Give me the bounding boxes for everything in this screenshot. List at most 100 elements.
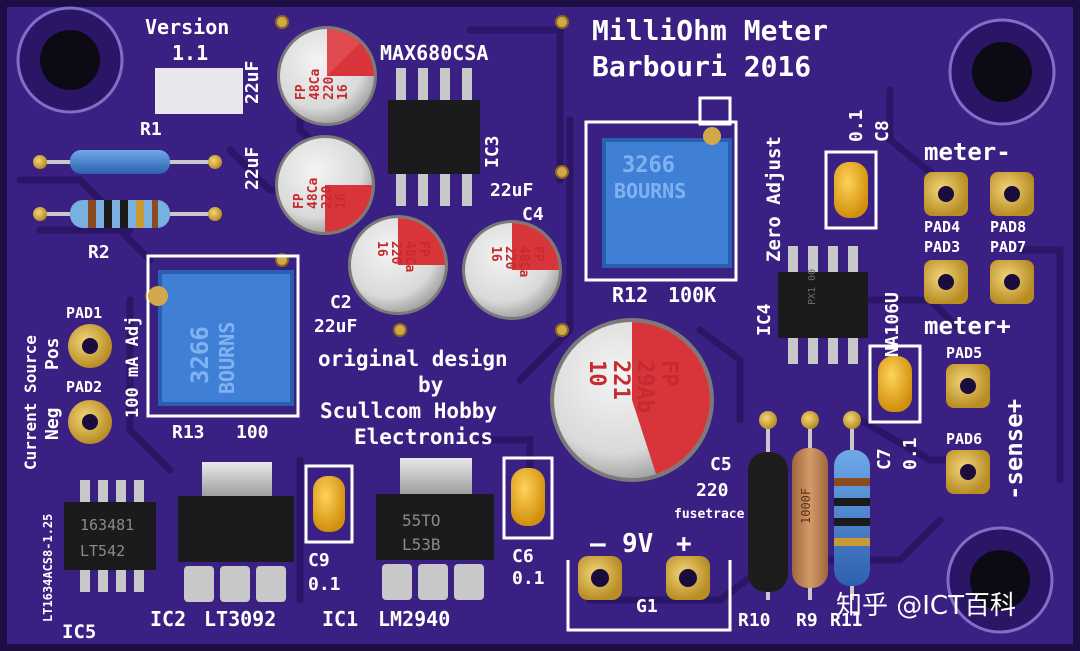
capacitor-c8 <box>824 150 878 230</box>
ic1-refdes: IC1 <box>322 607 358 631</box>
pad2-label: PAD2 <box>66 378 102 396</box>
pad5-label: PAD5 <box>946 344 982 362</box>
pad6-label: PAD6 <box>946 430 982 448</box>
r13-refdes: R13 <box>172 422 205 443</box>
r13-value: 100 <box>236 422 269 443</box>
svg-text:FP: FP <box>292 193 307 209</box>
r11-refdes: R11 <box>830 610 863 631</box>
pos-label: Pos <box>42 337 63 370</box>
c2-refdes: C2 <box>330 292 352 313</box>
ic3-refdes: IC3 <box>482 135 503 168</box>
ic4-chip: PX1 00 <box>778 246 868 364</box>
c9-value: 0.1 <box>308 574 341 595</box>
svg-text:3266: 3266 <box>622 153 675 178</box>
r9-refdes: R9 <box>796 610 818 631</box>
board-title-line1: MilliOhm Meter <box>592 14 828 47</box>
r2-refdes: R2 <box>88 242 110 263</box>
ic1-part: LM2940 <box>378 607 450 631</box>
c8-refdes: C8 <box>872 120 893 142</box>
svg-text:48Ca: 48Ca <box>308 69 323 100</box>
ic1-regulator: 55TO L53B <box>376 458 494 600</box>
svg-text:220: 220 <box>322 76 337 100</box>
pad8-label: PAD8 <box>990 218 1026 236</box>
svg-text:L53B: L53B <box>402 535 441 554</box>
neg-label: Neg <box>42 407 63 440</box>
svg-text:220: 220 <box>320 185 335 209</box>
svg-text:48Ca: 48Ca <box>306 178 321 209</box>
svg-text:3266: 3266 <box>186 326 214 384</box>
resistor-r2 <box>33 200 222 228</box>
resistor-r9: 1000F <box>792 411 828 600</box>
c2-value: 22uF <box>314 316 357 337</box>
c7-value: 0.1 <box>900 437 921 470</box>
board-title-line2: Barbouri 2016 <box>592 50 811 83</box>
credit-line1: original design <box>318 347 508 371</box>
pad3 <box>924 260 968 304</box>
capacitor-elco-1: FP 48Ca 220 16 <box>277 26 377 126</box>
svg-text:PX1 00: PX1 00 <box>807 269 818 305</box>
svg-text:FP: FP <box>294 84 309 100</box>
pad7-label: PAD7 <box>990 238 1026 256</box>
pad3-label: PAD3 <box>924 238 960 256</box>
ic5-part: LT1634ACS8-1.25 <box>41 514 55 622</box>
svg-text:10: 10 <box>584 360 609 387</box>
pad8 <box>990 172 1034 216</box>
fusetrace-label: fusetrace <box>674 507 745 522</box>
svg-text:16: 16 <box>488 246 503 262</box>
watermark: 知乎 @ICT百科 <box>836 591 1016 621</box>
svg-text:221: 221 <box>608 360 633 400</box>
battery-voltage-label: 9V <box>622 529 653 559</box>
trimpot-r13: 3266 BOURNS <box>146 254 300 418</box>
svg-text:FP: FP <box>416 241 431 257</box>
mounting-hole-top-right <box>948 18 1056 126</box>
version-label-box <box>155 68 243 114</box>
meter-minus-label: meter- <box>924 138 1011 166</box>
c6-refdes: C6 <box>512 546 534 567</box>
svg-text:163481: 163481 <box>80 516 134 534</box>
capacitor-elco-3: FP 48Ca 220 16 <box>348 215 448 315</box>
ic3-part: MAX680CSA <box>380 41 488 65</box>
c6-value: 0.1 <box>512 568 545 589</box>
svg-text:BOURNS: BOURNS <box>215 322 239 394</box>
c5-value: 220 <box>696 480 729 501</box>
svg-text:220: 220 <box>388 241 403 265</box>
capacitor-c9 <box>304 464 354 544</box>
c5-refdes: C5 <box>710 454 732 475</box>
svg-text:48Ca: 48Ca <box>402 241 417 272</box>
ic2-part: LT3092 <box>204 607 276 631</box>
g1-refdes: G1 <box>636 596 658 617</box>
capacitor-c5: FP 29Ab 221 10 <box>550 318 714 482</box>
pad7 <box>990 260 1034 304</box>
mounting-hole-top-left <box>16 6 124 114</box>
c7-refdes: C7 <box>874 448 895 470</box>
ic5-refdes: IC5 <box>62 621 96 643</box>
svg-text:16: 16 <box>336 84 351 100</box>
version-number: 1.1 <box>172 41 208 65</box>
credit-line4: Electronics <box>354 425 493 449</box>
pad4-label: PAD4 <box>924 218 960 236</box>
svg-text:FP: FP <box>530 246 545 262</box>
ic4-refdes: IC4 <box>754 303 775 336</box>
cap-left-value-bottom: 22uF <box>242 147 263 190</box>
pad2 <box>68 400 112 444</box>
ma-adj-label: 100 mA Adj <box>123 316 143 418</box>
credit-line3: Scullcom Hobby <box>320 399 497 423</box>
svg-text:FP: FP <box>656 360 681 387</box>
ic4-part: INA106U <box>882 292 903 368</box>
svg-text:BOURNS: BOURNS <box>614 179 686 203</box>
sense-label: -sense+ <box>1000 399 1028 500</box>
resistor-r11 <box>834 411 870 600</box>
svg-text:16: 16 <box>374 241 389 257</box>
trimpot-r12: 3266 BOURNS <box>584 96 738 282</box>
c9-refdes: C9 <box>308 550 330 571</box>
c4-refdes: C4 <box>522 204 544 225</box>
svg-text:55TO: 55TO <box>402 511 441 530</box>
version-label: Version <box>145 15 229 39</box>
svg-text:48Ca: 48Ca <box>516 246 531 277</box>
c4-value: 22uF <box>490 180 533 201</box>
pad5 <box>946 364 990 408</box>
resistor-r1 <box>33 150 222 174</box>
battery-plus-label: + <box>676 529 692 559</box>
capacitor-elco-2: FP 48Ca 220 16 <box>275 135 375 235</box>
